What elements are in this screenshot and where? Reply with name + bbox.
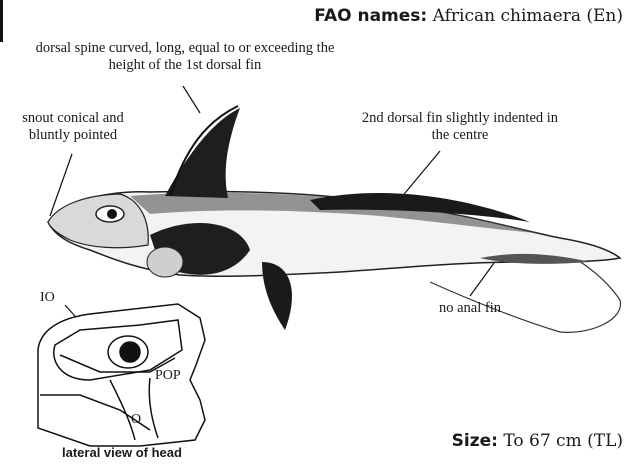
annotation-second-dorsal: 2nd dorsal fin slightly indented in the …: [360, 110, 560, 144]
pointer-dorsal-spine: [183, 86, 200, 113]
pointer-anal-fin: [470, 263, 494, 296]
annotation-anal-fin: no anal fin: [410, 300, 530, 317]
size-info: Size: To 67 cm (TL): [452, 431, 623, 451]
size-label: Size:: [452, 431, 498, 451]
head-caption: lateral view of head: [62, 445, 182, 460]
annotation-dorsal-spine: dorsal spine curved, long, equal to or e…: [20, 40, 350, 74]
head-label-o: O: [131, 412, 141, 428]
head-label-pop: POP: [155, 368, 181, 384]
annotation-snout: snout conical and bluntly pointed: [8, 110, 138, 144]
head-label-io: IO: [40, 290, 55, 306]
size-value: To 67 cm (TL): [503, 431, 623, 451]
